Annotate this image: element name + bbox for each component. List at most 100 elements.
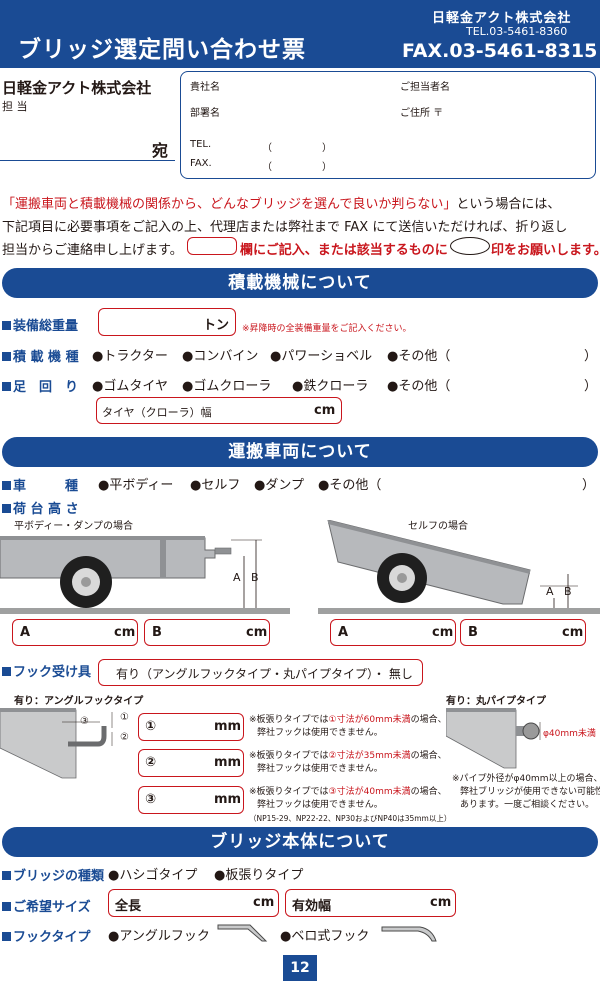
dim2-input[interactable] (138, 749, 244, 777)
dim3-note-d: 弊社フックは使用できません。 (257, 800, 383, 810)
dim2-note-c: の場合、 (410, 751, 447, 761)
hook-type-angle[interactable]: ●アングルフック (108, 929, 210, 944)
undercarriage-other-close: ） (584, 379, 598, 394)
right-dim-a-label: A (546, 585, 554, 598)
intro-line-3b: 欄にご記入、または該当するものに (240, 243, 448, 258)
truck-left-caption: 平ボディー・ダンプの場合 (14, 521, 133, 532)
vehicle-option-other[interactable]: ●その他（ (318, 478, 382, 493)
intro-line-1: 「運搬車両と積載機械の関係から、どんなブリッジを選んで良いか判らない」という場合… (2, 193, 560, 212)
dim3-note-c: の場合、 (410, 787, 447, 797)
dim3-note-extra: （NP15-29、NP22-22、NP30およびNP40は35mm以上） (249, 814, 452, 823)
bridge-type-ladder[interactable]: ●ハシゴタイプ (108, 868, 198, 883)
desired-size-label: ご希望サイズ (2, 896, 91, 915)
hook-type-tongue[interactable]: ●ベロ式フック (280, 929, 370, 944)
flatbed-truck-illustration (0, 536, 290, 614)
square-bullet-icon (2, 932, 11, 941)
right-dim-b-input[interactable] (460, 619, 586, 646)
undercarriage-option-other[interactable]: ●その他（ (387, 379, 451, 394)
intro-sample-box (187, 237, 237, 255)
angle-hook-icon (217, 924, 268, 942)
pipe-note-line-2: 弊社ブリッジが使用できない可能性が (460, 787, 600, 797)
square-bullet-icon (2, 481, 11, 490)
undercarriage-option-rubber-tire[interactable]: ●ゴムタイヤ (92, 379, 168, 394)
angle-dim-2-marker: ② (120, 732, 129, 743)
self-loader-truck-illustration (318, 520, 600, 614)
effective-width-input[interactable] (285, 889, 456, 917)
dim3-note: ※板張りタイプでは③寸法が40mm未満の場合、 弊社フックは使用できません。 （… (249, 786, 451, 826)
angle-dim-3-marker: ③ (80, 716, 89, 727)
left-dim-b-label: B (251, 571, 259, 584)
pipe-note-line-3: あります。一度ご相談ください。 (460, 800, 595, 810)
dim1-input[interactable] (138, 713, 244, 741)
tire-width-input[interactable] (96, 397, 342, 424)
length-label: 全長 (115, 899, 142, 914)
undercarriage-label-text: 足 回 り (13, 380, 79, 395)
vehicle-option-flatbed[interactable]: ●平ボディー (98, 478, 174, 493)
machine-label: 積 載 機 種 (2, 346, 79, 365)
tire-width-unit: cm (314, 403, 336, 418)
bed-height-label-text: 荷 台 高 さ (13, 502, 79, 517)
left-dim-b-input[interactable] (144, 619, 270, 646)
hook-receiver-label-text: フック受け具 (13, 665, 92, 680)
ground-line (318, 608, 600, 614)
square-bullet-icon (2, 504, 11, 513)
dim3-input[interactable] (138, 786, 244, 814)
pipe-note-line-1: ※パイプ外径がφ40mm以上の場合、 (452, 774, 600, 784)
square-bullet-icon (2, 667, 11, 676)
machine-option-other[interactable]: ●その他（ (387, 349, 451, 364)
section-vehicle-header: 運搬車両について (2, 437, 598, 467)
bridge-type-plank[interactable]: ●板張りタイプ (214, 868, 304, 883)
section-machine-header: 積載機械について (2, 268, 598, 298)
page-title: ブリッジ選定問い合わせ票 (18, 37, 306, 63)
header-fax: FAX.03-5461-8315 (402, 40, 598, 62)
left-dim-a-unit: cm (114, 625, 136, 640)
vehicle-option-dump[interactable]: ●ダンプ (254, 478, 304, 493)
sender-box[interactable] (180, 71, 596, 179)
left-dim-a-label: A (233, 571, 241, 584)
hook-receiver-value: 有り（アングルフックタイプ・丸パイプタイプ）・ 無し (116, 667, 413, 681)
sender-contact-label: ご担当者名 (400, 82, 450, 93)
undercarriage-option-rubber-crawler[interactable]: ●ゴムクローラ (182, 379, 272, 394)
right-dim-b-unit: cm (562, 625, 584, 640)
sender-fax-label: FAX. (190, 158, 212, 169)
dim1-note: ※板張りタイプでは①寸法が60mm未満の場合、 弊社フックは使用できません。 (249, 714, 447, 740)
header-tel: TEL.03-5461-8360 (466, 25, 568, 38)
length-input[interactable] (108, 889, 279, 917)
intro-line-3c: 印をお願いします。 (491, 243, 600, 258)
undercarriage-option-steel-crawler[interactable]: ●鉄クローラ (292, 379, 369, 394)
weight-label-text: 装備総重量 (13, 319, 79, 334)
right-dim-a-unit: cm (432, 625, 454, 640)
header-bar (0, 0, 600, 68)
addressee-honorific: 宛 (152, 141, 169, 160)
intro-quote: 「運搬車両と積載機械の関係から、どんなブリッジを選んで良いか判らない」 (2, 197, 457, 212)
bridge-type-label: ブリッジの種類 (2, 865, 104, 884)
left-dim-b-unit: cm (246, 625, 268, 640)
dim2-input-label: ② (145, 755, 157, 770)
dim3-unit: mm (214, 792, 242, 807)
section-bridge-header: ブリッジ本体について (2, 827, 598, 857)
machine-option-shovel[interactable]: ●パワーショベル (270, 349, 373, 364)
bridge-type-label-text: ブリッジの種類 (13, 869, 105, 884)
hook-type-label: フックタイプ (2, 926, 90, 945)
pipe-dim-label: φ40mm未満 (543, 729, 596, 739)
right-dim-a-input-label: A (338, 625, 349, 640)
sender-company-label: 貴社名 (190, 82, 220, 93)
desired-size-label-text: ご希望サイズ (13, 900, 91, 915)
vehicle-label-text: 車 種 (13, 479, 79, 494)
dim1-unit: mm (214, 719, 242, 734)
square-bullet-icon (2, 902, 11, 911)
square-bullet-icon (2, 871, 11, 880)
dim3-note-a: ※板張りタイプでは (249, 787, 329, 797)
dim1-note-a: ※板張りタイプでは (249, 715, 329, 725)
hook-receiver-select[interactable] (98, 659, 423, 686)
machine-option-combine[interactable]: ●コンバイン (182, 349, 259, 364)
machine-option-tractor[interactable]: ●トラクター (92, 349, 168, 364)
left-dim-a-input[interactable] (12, 619, 138, 646)
weight-input[interactable] (98, 308, 236, 336)
effective-width-label: 有効幅 (292, 899, 332, 914)
vehicle-label: 車 種 (2, 475, 78, 494)
vehicle-option-self[interactable]: ●セルフ (190, 478, 241, 493)
dim2-note: ※板張りタイプでは②寸法が35mm未満の場合、 弊社フックは使用できません。 (249, 750, 447, 776)
undercarriage-label: 足 回 り (2, 376, 78, 395)
right-dim-a-input[interactable] (330, 619, 456, 646)
